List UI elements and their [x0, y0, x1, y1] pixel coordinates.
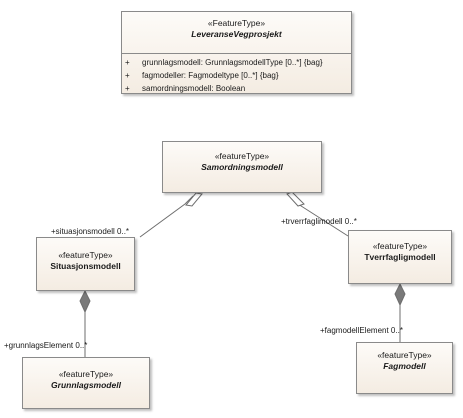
visibility-marker: +	[125, 58, 130, 67]
class-name: Samordningsmodell	[201, 162, 283, 172]
stereotype-label: «featureType»	[58, 250, 113, 260]
class-header: «FeatureType» LeveranseVegprosjekt	[122, 12, 351, 40]
attribute-text: fagmodeller: Fagmodeltype [0..*] {bag}	[142, 71, 279, 80]
class-samordningsmodell[interactable]: «featureType» Samordningsmodell	[162, 141, 322, 193]
class-header: «featureType» Fagmodell	[357, 343, 452, 372]
class-header: «featureType» Grunnlagsmodell	[23, 358, 149, 391]
class-name: Grunnlagsmodell	[51, 380, 121, 390]
class-name: Tverrfagligmodell	[364, 252, 436, 262]
visibility-marker: +	[125, 84, 130, 93]
stereotype-label: «FeatureType»	[207, 18, 266, 28]
class-name: Fagmodell	[383, 361, 426, 371]
attribute-row[interactable]: + samordningsmodell: Boolean	[122, 82, 351, 95]
role-label-trverrfaglimodell: +trverrfaglimodell 0..*	[281, 217, 357, 226]
stereotype-label: «featureType»	[377, 350, 432, 360]
class-tverrfagligmodell[interactable]: «featureType» Tverrfagligmodell	[348, 230, 452, 284]
hollow-diamond-icon	[185, 192, 203, 207]
role-label-grunnlags-element: +grunnlagsElement 0..*	[4, 341, 88, 350]
class-fagmodell[interactable]: «featureType» Fagmodell	[356, 342, 453, 394]
class-situasjonsmodell[interactable]: «featureType» Situasjonsmodell	[36, 237, 135, 291]
class-header: «featureType» Samordningsmodell	[163, 142, 321, 173]
hollow-diamond-icon	[286, 191, 305, 207]
stereotype-label: «featureType»	[372, 241, 428, 251]
stereotype-label: «featureType»	[58, 369, 114, 379]
class-header: «featureType» Situasjonsmodell	[37, 238, 134, 272]
class-name: Situasjonsmodell	[50, 261, 121, 271]
visibility-marker: +	[125, 71, 130, 80]
stereotype-label: «featureType»	[214, 151, 270, 161]
attribute-row[interactable]: + grunnlagsmodell: GrunnlagsmodellType […	[122, 56, 351, 69]
class-grunnlagsmodell[interactable]: «featureType» Grunnlagsmodell	[22, 357, 150, 409]
class-leveranse-vegprosjekt[interactable]: «FeatureType» LeveranseVegprosjekt + gru…	[121, 11, 352, 94]
role-label-situasjonsmodell: +situasjonsmodell 0..*	[51, 227, 130, 236]
class-name: LeveranseVegprosjekt	[191, 29, 282, 39]
aggregation-samordning-situasjon[interactable]	[139, 195, 194, 238]
attribute-row[interactable]: + fagmodeller: Fagmodeltype [0..*] {bag}	[122, 69, 351, 82]
attribute-compartment: + grunnlagsmodell: GrunnlagsmodellType […	[122, 53, 351, 95]
aggregation-samordning-tverrfaglig[interactable]	[297, 203, 349, 237]
class-header: «featureType» Tverrfagligmodell	[349, 231, 451, 263]
attribute-text: samordningsmodell: Boolean	[142, 84, 246, 93]
attribute-text: grunnlagsmodell: GrunnlagsmodellType [0.…	[142, 58, 323, 67]
filled-diamond-icon	[79, 289, 91, 314]
role-label-fagmodell-element: +fagmodellElement 0..*	[320, 326, 403, 335]
filled-diamond-icon	[394, 282, 406, 307]
